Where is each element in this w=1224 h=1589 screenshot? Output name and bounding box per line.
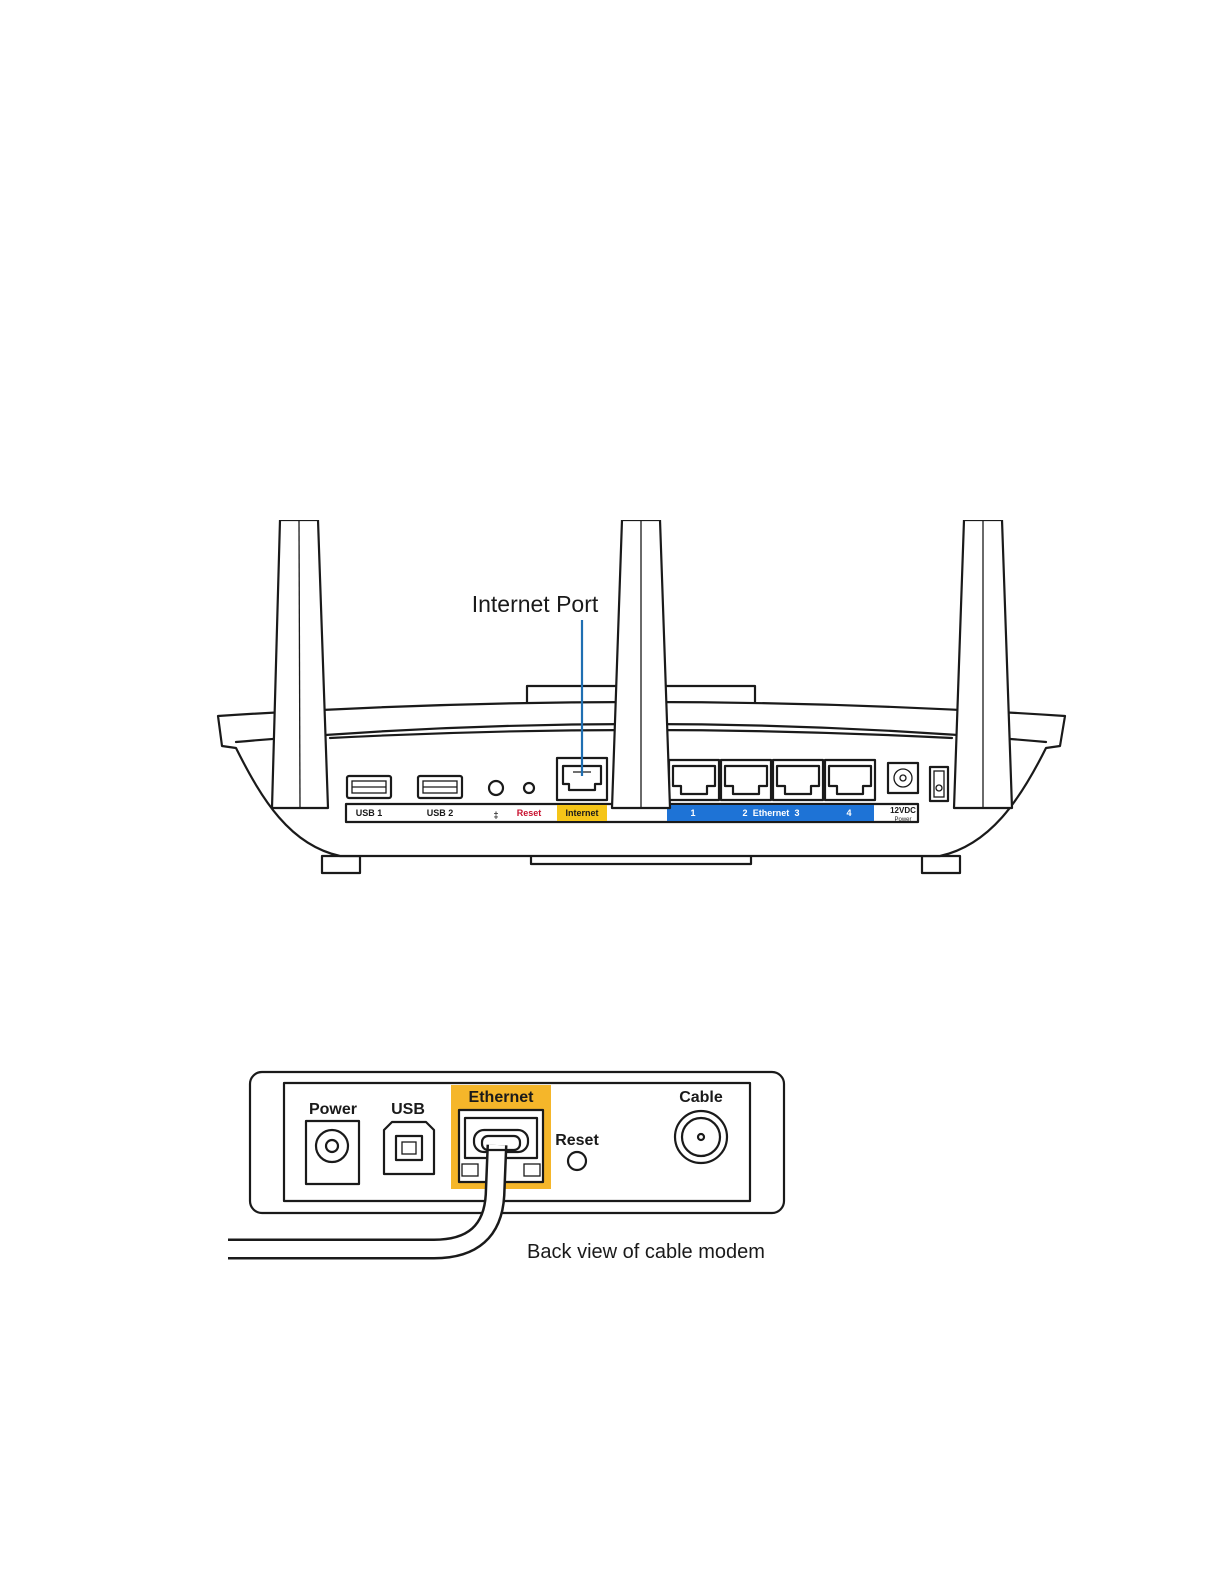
router-foot-right — [922, 856, 960, 873]
usb2-label: USB 2 — [427, 808, 454, 818]
router-ethernet-port-4 — [825, 760, 875, 800]
modem-caption: Back view of cable modem — [527, 1241, 765, 1263]
modem-reset-label: Reset — [555, 1132, 599, 1149]
ethernet-2-label: 2 — [742, 808, 747, 818]
modem-cable-connector — [675, 1111, 727, 1163]
modem-reset-button — [568, 1152, 586, 1170]
modem-usb-port — [384, 1122, 434, 1174]
power-volt-label: 12VDC — [890, 806, 916, 815]
reset-pinhole — [524, 783, 534, 793]
ethernet-3-label: 3 — [794, 808, 799, 818]
router-usb2-port — [418, 776, 462, 798]
router-ethernet-port-2 — [721, 760, 771, 800]
router-ethernet-port-3 — [773, 760, 823, 800]
power-label: Power — [894, 817, 911, 823]
modem-power-label: Power — [309, 1101, 357, 1118]
modem-usb-label: USB — [391, 1101, 425, 1118]
usb1-label: USB 1 — [356, 808, 383, 818]
router-ethernet-ports — [669, 760, 875, 800]
router-ethernet-port-1 — [669, 760, 719, 800]
router-power-jack — [888, 763, 918, 793]
router-usb1-port — [347, 776, 391, 798]
cable-modem: Power USB Ethernet Reset Cable — [228, 1072, 784, 1263]
modem-cable-label: Cable — [679, 1089, 723, 1106]
reset-label: Reset — [517, 808, 542, 818]
internet-label: Internet — [565, 808, 598, 818]
router-foot-left — [322, 856, 360, 873]
ethernet-4-label: 4 — [846, 808, 851, 818]
router-power-switch — [930, 767, 948, 801]
ethernet-1-label: 1 — [690, 808, 695, 818]
antenna-top-mask — [200, 500, 1080, 520]
modem-power-port — [306, 1121, 359, 1184]
wps-button — [489, 781, 503, 795]
wps-label: ‡ — [493, 810, 498, 820]
internet-port-callout: Internet Port — [472, 591, 599, 617]
modem-ethernet-label: Ethernet — [469, 1089, 535, 1106]
router: USB 1 USB 2 ‡ Reset Internet 1 2 Etherne… — [200, 500, 1080, 873]
ethernet-group-label: Ethernet — [753, 808, 790, 818]
